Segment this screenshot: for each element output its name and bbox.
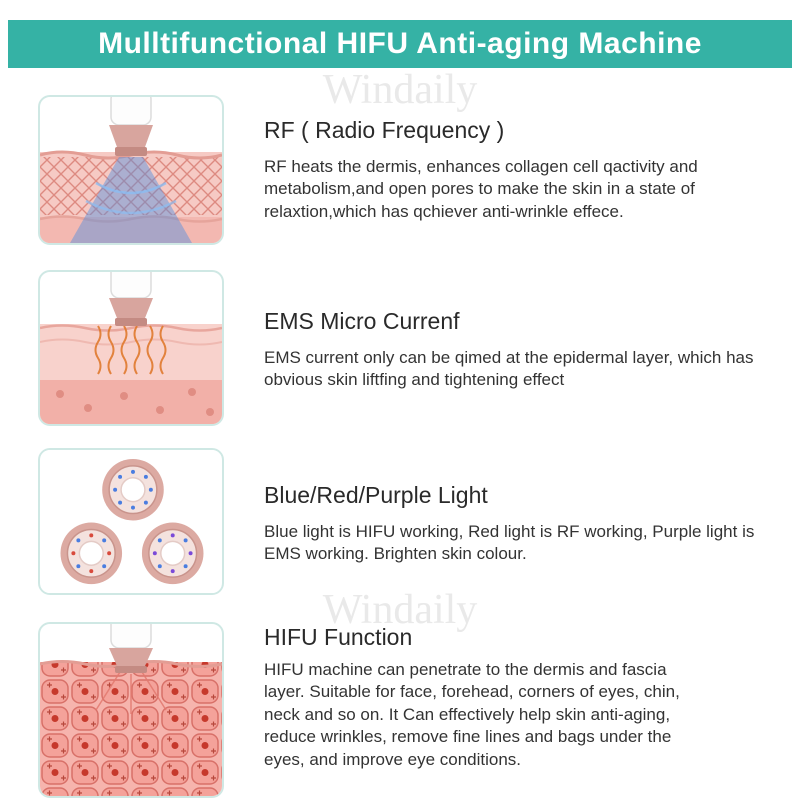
device-head-top [102,458,164,521]
rf-illustration [38,95,224,245]
page-title: Mulltifunctional HIFU Anti-aging Machine [98,27,702,60]
device-skin-current-icon [40,272,222,424]
light-illustration [38,448,224,595]
device-head-left [60,522,123,585]
rf-body: RF heats the dermis, enhances collagen c… [264,157,698,221]
device-head-right [141,522,204,585]
three-device-heads-icon [40,450,222,593]
device-skin-cells-icon [40,624,222,796]
hifu-body: HIFU machine can penetrate to the dermis… [264,660,680,769]
light-title: Blue/Red/Purple Light [264,482,488,508]
ems-illustration [38,270,224,426]
device-skin-blue-light-icon [40,97,222,243]
ems-body: EMS current only can be qimed at the epi… [264,348,754,390]
hifu-illustration [38,622,224,798]
hifu-title: HIFU Function [264,624,413,650]
header-banner: Mulltifunctional HIFU Anti-aging Machine [8,20,792,68]
ems-title: EMS Micro Currenf [264,308,460,334]
rf-title: RF ( Radio Frequency ) [264,117,505,143]
light-body: Blue light is HIFU working, Red light is… [264,522,755,564]
